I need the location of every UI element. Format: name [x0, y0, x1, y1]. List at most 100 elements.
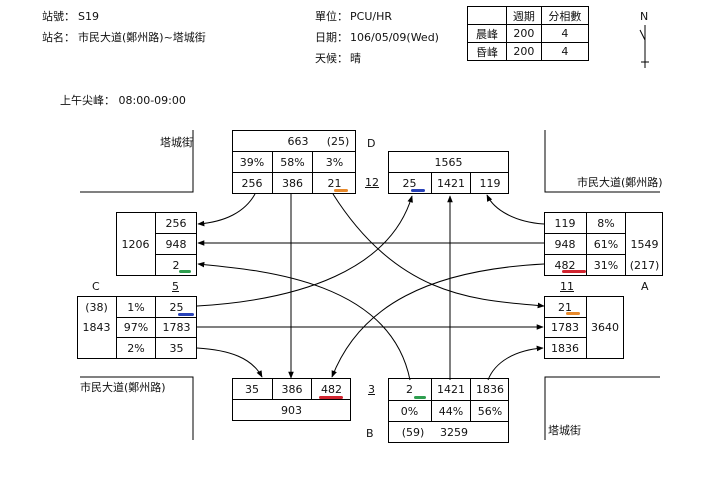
unit-label: 單位： — [315, 10, 348, 23]
date-label: 日期： — [315, 31, 348, 44]
street-nw: 塔城街 — [160, 136, 193, 149]
b-exit-1: 35 — [245, 383, 259, 396]
signal-table: 週期 分相數 晨峰 200 4 昏峰 200 4 — [467, 6, 590, 61]
phase-d: 12 — [365, 176, 379, 189]
b-move-right: 1836 — [476, 383, 504, 396]
curb-se — [544, 376, 660, 440]
b-total: 3259 — [440, 426, 468, 439]
north-arrow-icon — [639, 25, 649, 68]
c-move-right: 35 — [169, 342, 184, 355]
d-right-arrow — [197, 193, 256, 227]
station-label: 站號： — [42, 10, 75, 23]
a-exit-2: 1783 — [551, 321, 579, 334]
b-pct-right: 56% — [477, 405, 503, 418]
d-exit-total: 1565 — [434, 156, 463, 169]
d-exit-left: 25 — [402, 177, 417, 190]
a-pct-right: 8% — [597, 217, 615, 230]
c-pct-left: 1% — [127, 301, 145, 314]
phase-a: 11 — [560, 280, 574, 293]
b-pct-through: 44% — [438, 405, 464, 418]
b-exit-total: 903 — [281, 404, 302, 417]
c-pct-right: 2% — [127, 342, 145, 355]
signal-row-cycle: 200 — [506, 42, 542, 61]
b-exit-3: 482 — [321, 383, 342, 396]
signal-table-header-phases: 分相數 — [540, 6, 590, 25]
d-left-arrow — [332, 193, 545, 309]
street-se: 塔城街 — [548, 424, 581, 437]
c-exit-color-mark — [179, 270, 191, 273]
date-value: 106/05/09(Wed) — [350, 31, 439, 44]
phase-c: 5 — [172, 280, 179, 293]
a-move-right: 119 — [554, 217, 576, 230]
c-total: 1843 — [82, 321, 111, 334]
a-exit-3: 1836 — [551, 342, 579, 355]
d-exit-through: 1421 — [437, 177, 465, 190]
d-left-color-mark — [334, 189, 348, 192]
b-exit-color-mark — [319, 396, 343, 399]
d-pct-left: 3% — [325, 156, 344, 169]
weather-value: 晴 — [350, 52, 361, 65]
d-exit-right: 119 — [479, 177, 501, 190]
curb-sw — [80, 376, 194, 440]
d-pct-right: 39% — [239, 156, 265, 169]
period-label: 上午尖峰： 08:00-09:00 — [60, 94, 186, 107]
curb-ne — [544, 130, 660, 193]
approach-c-label: C — [92, 280, 100, 293]
c-total-paren: (38) — [85, 301, 108, 314]
c-pct-through: 97% — [123, 321, 149, 334]
b-pct-left: 0% — [400, 405, 419, 418]
c-left-color-mark — [178, 313, 194, 316]
street-sw: 市民大道(鄭州路) — [80, 381, 166, 394]
d-move-left: 21 — [327, 177, 342, 190]
d-exit-color-mark — [411, 189, 425, 192]
b-left-color-mark — [414, 396, 426, 399]
d-pct-through: 58% — [280, 156, 305, 169]
a-exit-color-mark — [566, 312, 580, 315]
signal-row-phases: 4 — [540, 42, 590, 61]
d-move-through: 386 — [282, 177, 303, 190]
a-exit-total: 3640 — [591, 321, 619, 334]
b-total-paren: (59) — [401, 426, 425, 439]
name-label: 站名： — [42, 31, 75, 44]
signal-table-header-cycle: 週期 — [506, 6, 542, 25]
c-left-arrow — [196, 195, 413, 307]
b-exit-2: 386 — [281, 383, 303, 396]
phase-b: 3 — [368, 383, 375, 396]
north-label: N — [640, 10, 649, 23]
a-pct-through: 61% — [593, 238, 619, 251]
curb-nw — [80, 130, 194, 193]
b-move-left: 2 — [406, 383, 413, 396]
approach-b-label: B — [366, 427, 374, 440]
approach-d-label: D — [367, 137, 376, 150]
unit-value: PCU/HR — [350, 10, 392, 23]
d-total: 663 — [287, 135, 309, 148]
weather-label: 天候： — [315, 52, 348, 65]
b-right-arrow — [487, 345, 544, 381]
c-exit-1: 256 — [165, 217, 187, 230]
a-move-left: 482 — [554, 259, 576, 272]
a-left-arrow — [331, 263, 545, 378]
c-exit-3: 2 — [172, 259, 180, 272]
a-right-arrow — [486, 194, 545, 225]
a-left-color-mark — [562, 270, 586, 273]
a-move-through: 948 — [554, 238, 576, 251]
station-value: S19 — [78, 10, 99, 23]
signal-row-label: 昏峰 — [467, 42, 507, 61]
d-move-right: 256 — [241, 177, 263, 190]
a-total: 1549 — [630, 238, 659, 251]
a-pct-left: 31% — [593, 259, 619, 272]
c-exit-total: 1206 — [121, 238, 150, 251]
b-move-through: 1421 — [437, 383, 465, 396]
name-value: 市民大道(鄭州路)~塔城街 — [78, 31, 206, 44]
c-exit-2: 948 — [165, 238, 187, 251]
b-left-arrow — [197, 261, 411, 381]
c-move-left: 25 — [169, 301, 184, 314]
a-exit-1: 21 — [558, 301, 572, 314]
d-total-paren: (25) — [326, 135, 350, 148]
street-ne: 市民大道(鄭州路) — [577, 176, 663, 189]
c-move-through: 1783 — [162, 321, 191, 334]
a-total-paren: (217) — [629, 259, 660, 272]
approach-a-label: A — [641, 280, 649, 293]
c-right-arrow — [196, 347, 263, 378]
